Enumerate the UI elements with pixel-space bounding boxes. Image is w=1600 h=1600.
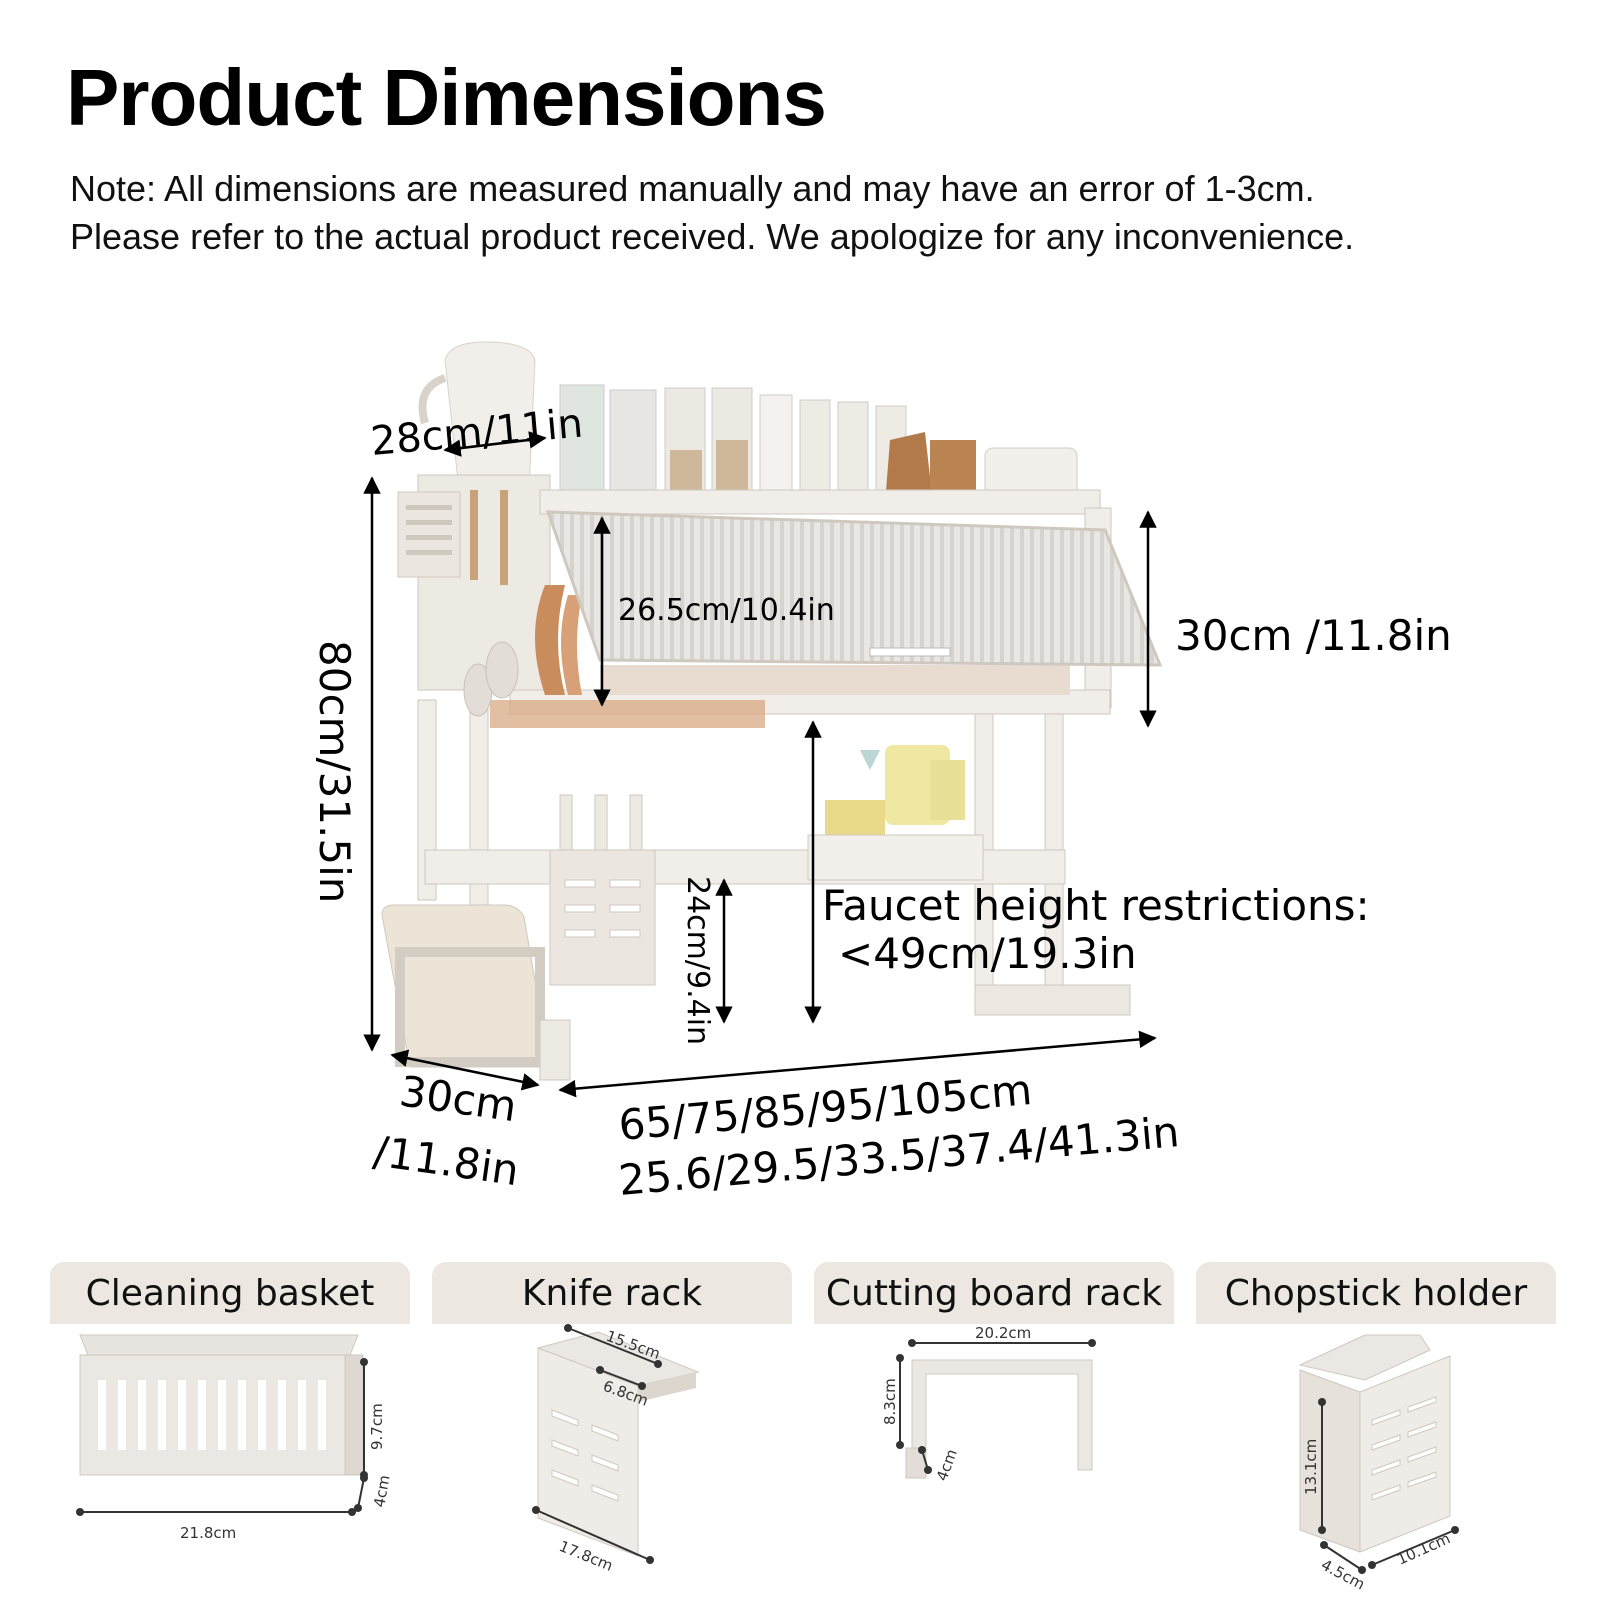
cutting-board-rack-depth: 4cm xyxy=(933,1447,961,1484)
dimension-lines xyxy=(363,431,1157,1098)
note-line-2: Please refer to the actual product recei… xyxy=(70,216,1355,257)
knife-block xyxy=(549,794,656,986)
tab-cleaning-basket: Cleaning basket xyxy=(50,1262,410,1324)
note-line-1: Note: All dimensions are measured manual… xyxy=(70,168,1315,209)
lower-height-label: 24cm/9.4in xyxy=(680,876,715,1045)
base-depth-inch-label: /11.8in xyxy=(371,1126,522,1195)
cutting-board-rack-width: 20.2cm xyxy=(975,1324,1031,1342)
cleaning-basket-depth: 4cm xyxy=(370,1474,393,1509)
cleaning-basket-illustration: 21.8cm 9.7cm 4cm xyxy=(76,1334,394,1542)
page-title: Product Dimensions xyxy=(66,53,827,142)
total-height-label: 80cm/31.5in xyxy=(310,640,359,903)
tab-chopstick-holder: Chopstick holder xyxy=(1196,1262,1556,1324)
cutting-board-rack-illustration: 20.2cm 8.3cm 4cm xyxy=(881,1324,1096,1484)
cleaning-basket-width: 21.8cm xyxy=(180,1524,236,1542)
chopstick-holder-illustration: 13.1cm 4.5cm 10.1cm xyxy=(1298,1334,1459,1594)
faucet-restriction-label: Faucet height restrictions: xyxy=(822,881,1370,930)
top-depth-label: 28cm/11in xyxy=(369,401,585,465)
cutting-board-rack-height: 8.3cm xyxy=(881,1378,899,1425)
faucet-height-value: <49cm/19.3in xyxy=(838,929,1137,978)
upper-height-label: 30cm /11.8in xyxy=(1175,611,1452,660)
base-depth-label: 30cm xyxy=(397,1066,520,1131)
plate-slots xyxy=(490,585,1070,728)
tab-knife-rack: Knife rack xyxy=(432,1262,792,1324)
tab-cutting-board-rack: Cutting board rack xyxy=(814,1262,1174,1324)
knife-rack-illustration: 15.5cm 6.8cm 17.8cm xyxy=(532,1324,700,1575)
hanging-cleaning-basket xyxy=(807,745,984,881)
chopstick-holder-height: 13.1cm xyxy=(1302,1439,1320,1495)
glass-cabinet-door xyxy=(545,510,1163,667)
chopstick-holder-depth: 4.5cm xyxy=(1318,1556,1368,1594)
cleaning-basket-height: 9.7cm xyxy=(368,1403,386,1450)
inner-height-label: 26.5cm/10.4in xyxy=(618,593,835,628)
cutting-board xyxy=(381,904,571,1081)
side-utensil-holder xyxy=(397,490,519,717)
